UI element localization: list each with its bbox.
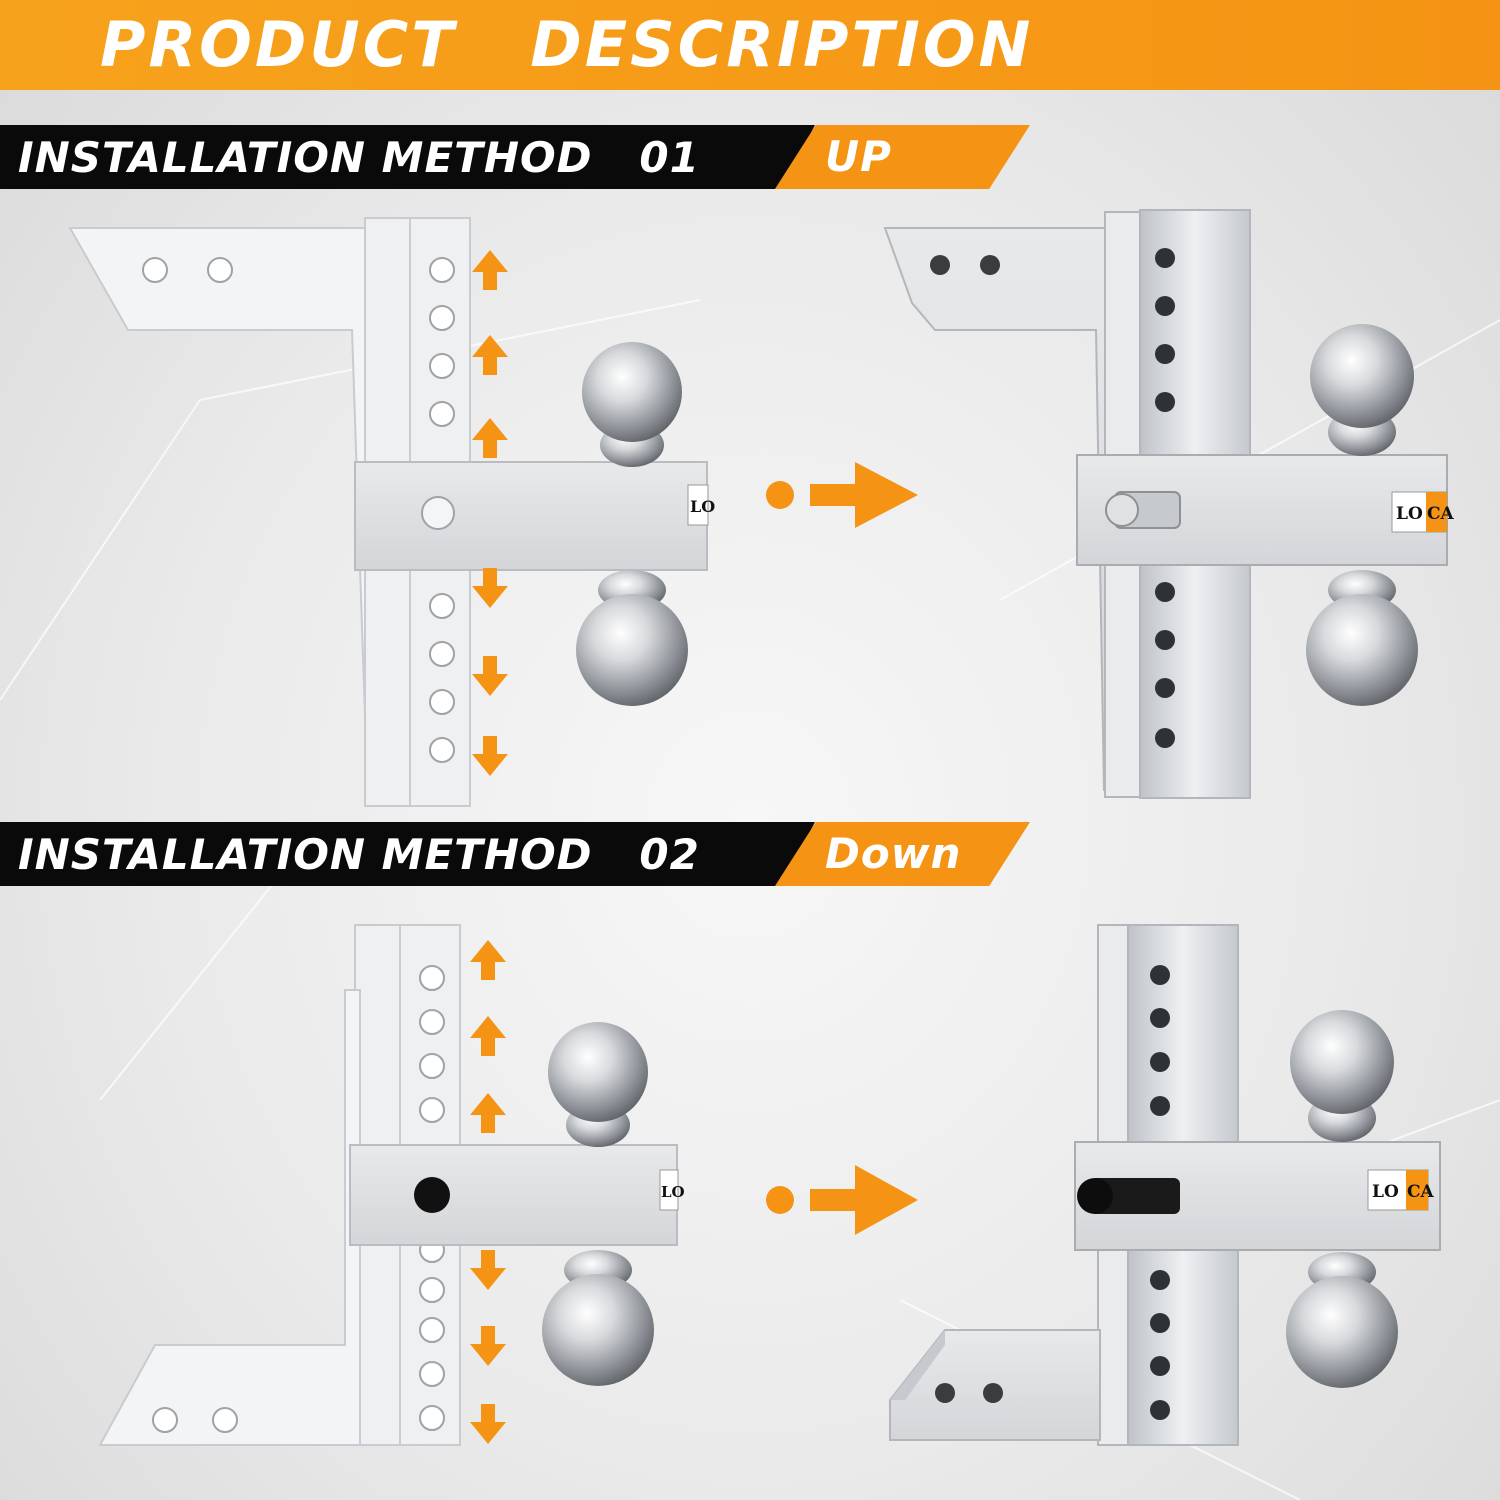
svg-text:LO: LO	[1372, 1182, 1399, 1202]
svg-text:LO: LO	[1396, 504, 1423, 524]
hitch-down-3d: LO CA	[889, 924, 1441, 1446]
title-banner: PRODUCT DESCRIPTION	[0, 0, 1500, 90]
svg-text:LO: LO	[690, 497, 715, 516]
method-02-tag: Down	[825, 829, 962, 878]
page-title: PRODUCT DESCRIPTION	[100, 8, 1034, 81]
arrow-right-icon	[766, 1165, 918, 1235]
method-01-label: INSTALLATION METHOD 01	[18, 133, 700, 182]
hitch-up-outline: LO	[68, 217, 715, 807]
method-01-tag: UP	[825, 132, 892, 181]
hitch-up-3d: LO CA	[883, 209, 1455, 799]
method-02-bar: INSTALLATION METHOD 02 Down	[0, 822, 1030, 886]
method-02-label: INSTALLATION METHOD 02	[18, 830, 700, 879]
hitch-down-outline: LO	[98, 924, 685, 1446]
method-01-bar: INSTALLATION METHOD 01 UP	[0, 125, 1030, 189]
svg-text:CA: CA	[1427, 504, 1455, 524]
svg-text:LO: LO	[661, 1183, 685, 1201]
arrow-right-icon	[766, 462, 918, 528]
svg-text:CA: CA	[1407, 1182, 1435, 1202]
